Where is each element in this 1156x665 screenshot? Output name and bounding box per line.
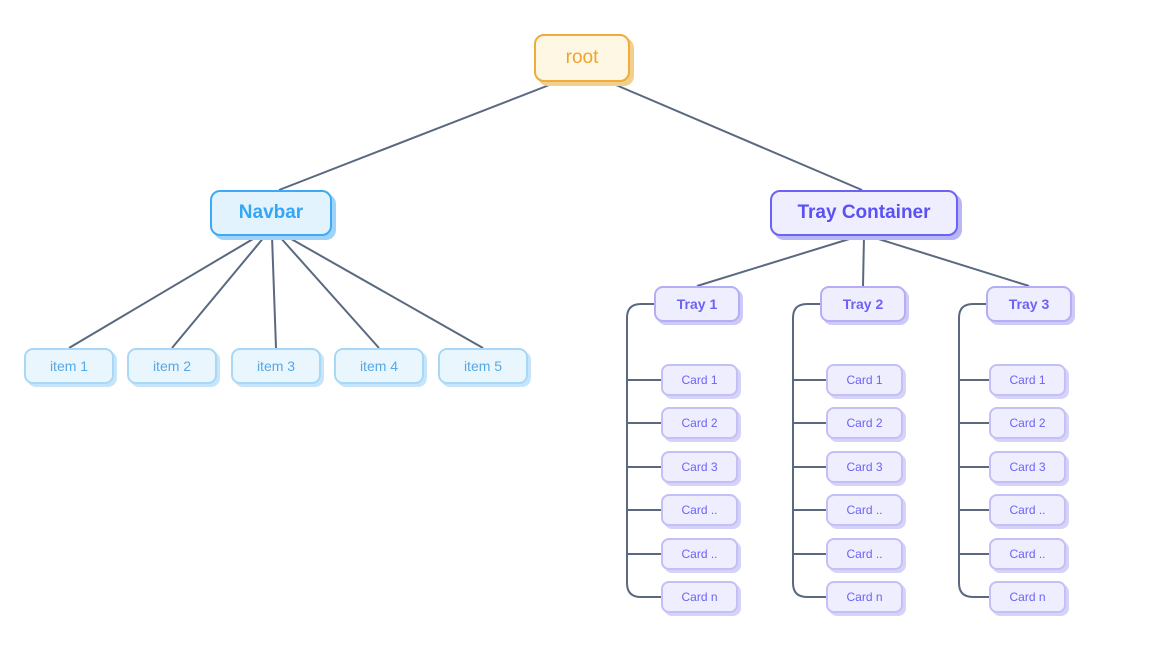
node-tray-1[interactable]: Tray 1	[654, 286, 740, 322]
tray-3-spine	[958, 303, 990, 598]
node-tray-2-card-2[interactable]: Card 2	[826, 407, 903, 439]
node-tray-3[interactable]: Tray 3	[986, 286, 1072, 322]
node-tray-2-card-1[interactable]: Card 1	[826, 364, 903, 396]
node-tray-3-card-1[interactable]: Card 1	[989, 364, 1066, 396]
node-tray-1-card-3[interactable]: Card 3	[661, 451, 738, 483]
node-tray-3-card-3[interactable]: Card 3	[989, 451, 1066, 483]
node-tray-container[interactable]: Tray Container	[770, 190, 958, 236]
node-tray-2-card-5[interactable]: Card ..	[826, 538, 903, 570]
node-tray-3-card-2[interactable]: Card 2	[989, 407, 1066, 439]
edge-navbar-to-item-5-6	[285, 235, 484, 349]
node-item-4[interactable]: item 4	[334, 348, 424, 384]
tray-2-spine	[792, 303, 827, 598]
node-tray-1-card-4[interactable]: Card ..	[661, 494, 738, 526]
node-tray-2-card-6[interactable]: Card n	[826, 581, 903, 613]
node-item-2[interactable]: item 2	[127, 348, 217, 384]
node-tray-1-card-5[interactable]: Card ..	[661, 538, 738, 570]
node-tray-2[interactable]: Tray 2	[820, 286, 906, 322]
node-tray-1-card-1[interactable]: Card 1	[661, 364, 738, 396]
node-tray-3-card-4[interactable]: Card ..	[989, 494, 1066, 526]
node-tray-1-card-6[interactable]: Card n	[661, 581, 738, 613]
node-tray-2-card-4[interactable]: Card ..	[826, 494, 903, 526]
node-tray-3-card-6[interactable]: Card n	[989, 581, 1066, 613]
node-tray-1-card-2[interactable]: Card 2	[661, 407, 738, 439]
edge-navbar-to-item-2-3	[171, 235, 266, 349]
node-root[interactable]: root	[534, 34, 630, 82]
edge-navbar-to-item-4-5	[278, 235, 380, 349]
node-tray-2-card-3[interactable]: Card 3	[826, 451, 903, 483]
node-item-3[interactable]: item 3	[231, 348, 321, 384]
edge-tray-container-to-tray-2-8	[862, 235, 865, 287]
tray-1-spine	[626, 303, 662, 598]
edge-tray-container-to-tray-1-7	[696, 235, 860, 287]
node-navbar[interactable]: Navbar	[210, 190, 332, 236]
node-item-1[interactable]: item 1	[24, 348, 114, 384]
edge-navbar-to-item-3-4	[271, 235, 277, 349]
node-item-5[interactable]: item 5	[438, 348, 528, 384]
edge-root-to-navbar-0	[278, 81, 558, 191]
edge-tray-container-to-tray-3-9	[868, 235, 1030, 287]
edge-navbar-to-item-1-2	[68, 235, 259, 349]
edge-root-to-tray-container-1	[608, 81, 863, 191]
node-tray-3-card-5[interactable]: Card ..	[989, 538, 1066, 570]
